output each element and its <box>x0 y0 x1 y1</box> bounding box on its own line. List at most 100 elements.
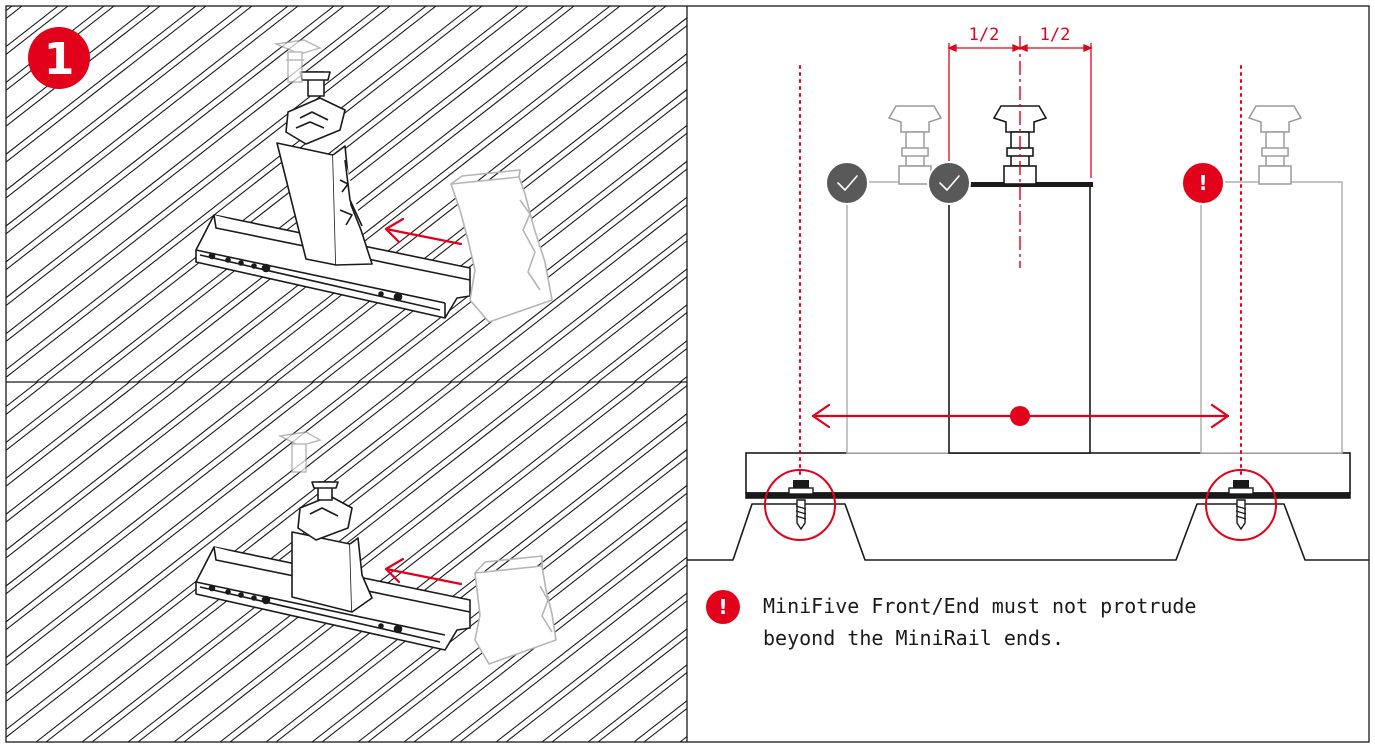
roof-line <box>219 382 682 742</box>
roof-line <box>265 412 687 742</box>
roof-line <box>597 671 687 742</box>
roof-line <box>403 160 687 382</box>
clamp-top-part-ghost-bottom <box>277 431 322 473</box>
roof-line <box>541 268 687 382</box>
roof-line <box>6 6 253 199</box>
roof-line <box>6 382 222 551</box>
roof-line <box>495 232 687 382</box>
roof-line <box>6 382 268 587</box>
exclamation-icon: ! <box>718 595 727 619</box>
roof-line <box>403 520 687 742</box>
step-badge: 1 <box>28 27 90 89</box>
exclamation-icon: ! <box>1198 171 1207 195</box>
minirail-section <box>745 452 1351 499</box>
roof-line <box>6 382 406 695</box>
rail-end-guides <box>799 65 1242 479</box>
roof-line <box>6 382 186 523</box>
bottom-left-panel <box>0 382 687 742</box>
clamp-top <box>285 71 346 145</box>
roof-line <box>6 382 360 659</box>
roof-line <box>6 6 437 343</box>
roof-line <box>6 6 391 307</box>
right-panel: 1/2 1/2 <box>687 25 1369 624</box>
minifive-body-top <box>276 142 373 266</box>
screw-right <box>1205 469 1277 541</box>
roof-line <box>505 600 687 742</box>
roof-line <box>6 382 94 451</box>
minifive-body-bottom <box>291 531 373 613</box>
roof-line <box>551 276 687 382</box>
minifive-front-ghost <box>450 169 553 323</box>
checkmark-icon <box>939 175 960 191</box>
protrusion-note: MiniFive Front/End must not protrude bey… <box>763 590 1323 654</box>
clamp-bottom <box>297 481 353 541</box>
slide-arrow-top <box>384 217 463 246</box>
roof-line <box>311 88 687 382</box>
roof-line <box>6 6 299 235</box>
roof-line <box>597 311 687 382</box>
roof-line <box>183 382 646 742</box>
roof-line <box>6 382 232 559</box>
roof-line <box>6 6 473 371</box>
panel-frame <box>5 5 1370 743</box>
half-dimension <box>947 43 1093 178</box>
roof-line <box>495 592 687 742</box>
roof-line <box>137 6 621 382</box>
clamp-left-ghost <box>887 105 943 185</box>
roof-line <box>367 492 687 742</box>
module-left-ghost <box>846 181 952 454</box>
status-marker-warning: ! <box>1181 161 1225 205</box>
roof-line <box>6 6 335 263</box>
status-marker-check-1 <box>825 161 869 205</box>
screw-left <box>764 469 836 541</box>
roof-line <box>229 384 687 742</box>
roof-line <box>449 556 687 742</box>
roof-line <box>587 664 687 742</box>
roof-line <box>357 484 687 742</box>
roof-line <box>6 6 105 84</box>
slide-arrow-bottom <box>384 557 463 586</box>
roof-line <box>35 6 519 382</box>
roof-line <box>321 96 687 382</box>
roof-line <box>6 382 278 595</box>
roof-line <box>541 628 687 742</box>
roof-line <box>413 528 687 742</box>
clamp-right-ghost <box>1247 105 1303 185</box>
note-line-1: MiniFive Front/End must not protrude <box>763 594 1197 618</box>
roof-line <box>551 636 687 742</box>
roof-line <box>321 456 687 742</box>
roof-line <box>183 6 667 382</box>
module-center <box>948 183 1091 454</box>
top-left-panel <box>6 6 687 382</box>
roof-line <box>587 304 687 382</box>
roof-line <box>6 382 140 487</box>
roof-line <box>505 240 687 382</box>
step-number: 1 <box>44 34 75 85</box>
module-right-ghost <box>1200 181 1343 454</box>
roof-line <box>6 6 243 191</box>
roof-line <box>459 204 687 382</box>
roof-line <box>6 382 324 631</box>
roof-line <box>367 132 687 382</box>
status-marker-check-2 <box>927 161 971 205</box>
clamp-top-part-ghost <box>273 39 322 83</box>
roof-line <box>6 6 345 271</box>
roof-line <box>459 564 687 742</box>
roof-line <box>6 6 289 227</box>
checkmark-icon <box>837 175 858 191</box>
dimension-label-right: 1/2 <box>1040 25 1071 45</box>
roof-line <box>275 420 687 742</box>
roof-line <box>127 6 611 382</box>
shift-range-center-dot <box>1010 406 1030 426</box>
note-line-2: beyond the MiniRail ends. <box>763 626 1065 650</box>
roof-line <box>6 382 84 444</box>
roof-line <box>6 6 483 379</box>
roof-line <box>6 382 176 515</box>
roof-line <box>6 6 207 163</box>
roof-line <box>6 382 314 623</box>
roof-line <box>0 382 2 742</box>
roof-line <box>6 6 427 335</box>
roof-line <box>6 382 416 703</box>
roof-line <box>357 124 687 382</box>
